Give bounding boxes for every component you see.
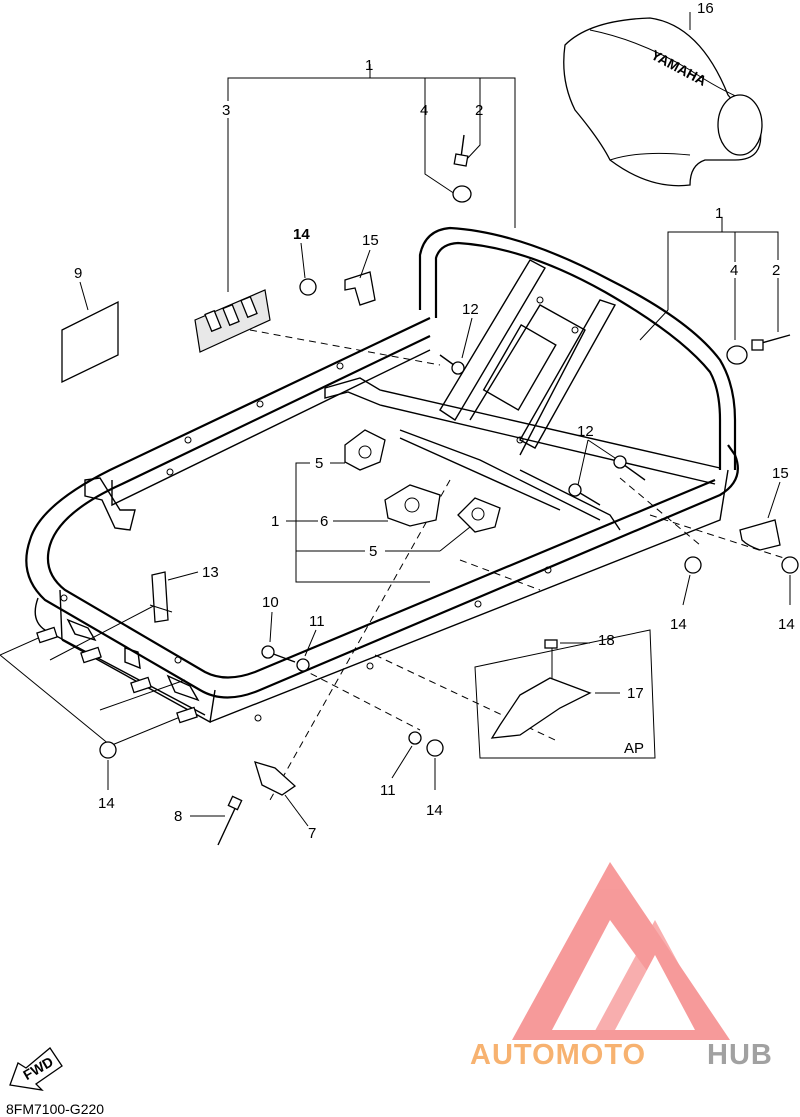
- fwd-arrow: FWD: [9, 1047, 63, 1091]
- rivet-8: [217, 795, 243, 846]
- group-1-right-bracket: [639, 218, 779, 341]
- bolt-10: [261, 645, 296, 663]
- callout-9: 9: [74, 265, 82, 282]
- callout-14-c: 14: [778, 616, 795, 633]
- watermark-hub: HUB: [707, 1039, 773, 1071]
- strap-13: [149, 571, 173, 623]
- callout-14-e: 14: [426, 802, 443, 819]
- bolt-12-right: [568, 455, 646, 506]
- callout-3: 3: [222, 102, 230, 119]
- clamp-5-bottom: [457, 497, 501, 533]
- washer-11-b: [408, 731, 422, 745]
- plate-7: [254, 761, 297, 796]
- diagram-code: 8FM7100-G220: [6, 1101, 104, 1117]
- callout-15-b: 15: [772, 465, 789, 482]
- rivet-2-right: [751, 334, 791, 351]
- front-studs: [36, 626, 198, 724]
- rivet-2-top: [453, 134, 469, 167]
- nut-14-right-b: [781, 556, 799, 574]
- label-ap: AP: [624, 740, 644, 757]
- callout-12-b: 12: [577, 423, 594, 440]
- grommet-4-right: [726, 345, 748, 365]
- ap-inset: [474, 629, 656, 759]
- clip-15-right: [739, 519, 781, 551]
- callout-12-a: 12: [462, 301, 479, 318]
- callout-14-b: 14: [670, 616, 687, 633]
- clamp-5-top: [344, 429, 386, 471]
- callout-1-mid: 1: [271, 513, 279, 530]
- callout-11-b: 11: [380, 782, 396, 799]
- callout-10: 10: [262, 594, 279, 611]
- washer-11-a: [296, 658, 310, 672]
- callout-14-a: 14: [293, 226, 310, 243]
- callout-16: 16: [697, 0, 714, 17]
- callout-4-right: 4: [730, 262, 738, 279]
- grommet-plate-3: [194, 289, 271, 353]
- callout-4-top: 4: [420, 102, 428, 119]
- callout-labels: 1 2 3 4 16 9 14 15 12 1 4 2 12 15 5 1 6 …: [74, 0, 795, 842]
- callout-2-right: 2: [772, 262, 780, 279]
- grommet-4-top: [452, 185, 472, 203]
- nut-14-top: [299, 278, 317, 296]
- callout-5-a: 5: [315, 455, 323, 472]
- clamp-6: [384, 484, 441, 527]
- callout-1-top: 1: [365, 57, 373, 74]
- callout-5-b: 5: [369, 543, 377, 560]
- callout-14-d: 14: [98, 795, 115, 812]
- nut-14-right-a: [684, 556, 702, 574]
- callout-11-a: 11: [309, 613, 325, 630]
- callout-leaders: [79, 12, 791, 827]
- assembly-dash-lines: [0, 329, 791, 801]
- bolt-12-top: [439, 354, 465, 375]
- group-5-6-bracket: [286, 462, 471, 583]
- yamaha-cover: YAMAHA: [563, 17, 763, 187]
- clip-15-top: [344, 271, 376, 306]
- callout-2-top: 2: [475, 102, 483, 119]
- nut-14-lower-b: [426, 739, 444, 757]
- nut-14-lower-a: [99, 741, 117, 759]
- decal-9: [61, 300, 119, 384]
- group-1-top-bracket: [227, 64, 516, 292]
- callout-13: 13: [202, 564, 219, 581]
- callout-17: 17: [627, 685, 644, 702]
- main-frame: [25, 226, 739, 724]
- callout-1-right: 1: [715, 205, 723, 222]
- watermark-automoto: AUTOMOTO: [470, 1039, 646, 1071]
- callout-18: 18: [598, 632, 615, 649]
- callout-7: 7: [308, 825, 316, 842]
- watermark-logo: [512, 862, 730, 1040]
- callout-6: 6: [320, 513, 328, 530]
- callout-15-a: 15: [362, 232, 379, 249]
- callout-8: 8: [174, 808, 182, 825]
